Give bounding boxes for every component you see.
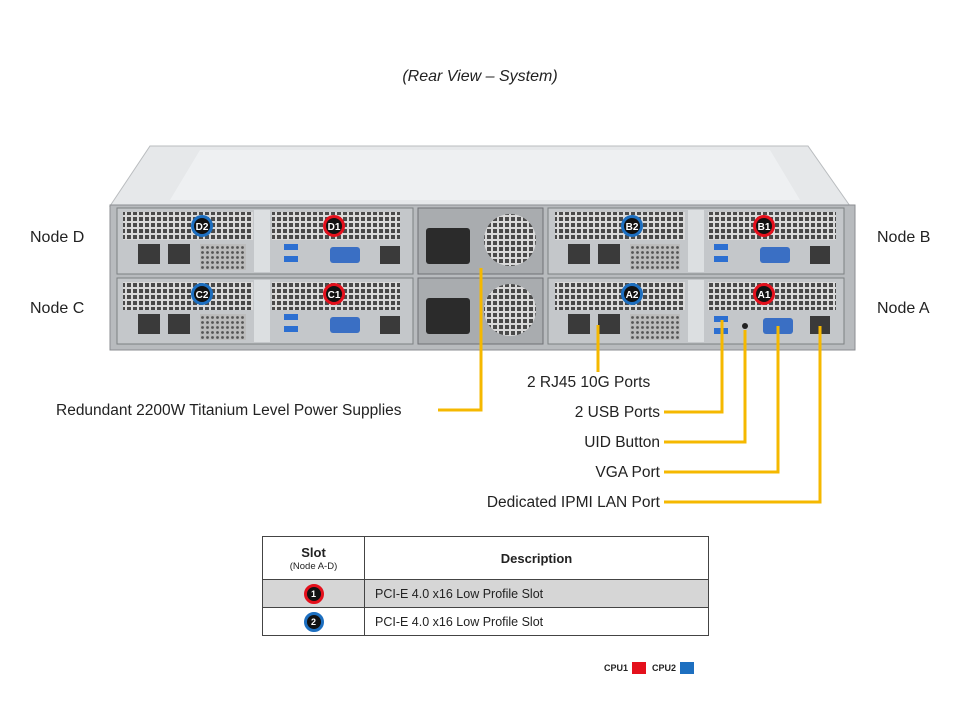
cpu2-slot-badge: 2: [303, 611, 324, 632]
slot-badge-c1: C1: [323, 283, 345, 305]
node-a-label: Node A: [877, 300, 930, 317]
node-d-label: Node D: [30, 229, 85, 246]
slot-badge-a2: A2: [621, 283, 643, 305]
slot-badge-b2: B2: [621, 215, 643, 237]
svg-text:D2: D2: [196, 222, 209, 233]
legend-cpu1-swatch: [632, 662, 647, 674]
legend-cpu2-label: CPU2: [652, 663, 677, 673]
svg-text:A1: A1: [758, 290, 771, 301]
node-b-module: [547, 207, 845, 275]
node-c-label: Node C: [30, 300, 85, 317]
node-c-module: [116, 277, 414, 345]
callout-ipmi-lan-port: Dedicated IPMI LAN Port: [486, 494, 660, 511]
node-a-module: [547, 277, 845, 345]
table-header-row: Slot (Node A-D) Description: [262, 536, 709, 580]
table-row: 2 PCI-E 4.0 x16 Low Profile Slot: [262, 607, 709, 636]
slot-badge-b1: B1: [753, 215, 775, 237]
svg-text:C1: C1: [328, 290, 341, 301]
svg-text:B1: B1: [758, 222, 771, 233]
leader-power: [438, 268, 483, 412]
slot-badge-d2: D2: [191, 215, 213, 237]
leader-ipmi: [664, 326, 822, 504]
table-header-slot-sub: (Node A-D): [289, 560, 338, 572]
table-header-description: Description: [364, 536, 709, 580]
callout-uid-button: UID Button: [584, 434, 660, 451]
cpu-color-legend: CPU1 CPU2: [604, 662, 700, 674]
leader-usb: [664, 320, 724, 414]
svg-text:D1: D1: [328, 222, 341, 233]
cpu1-slot-badge: 1: [303, 583, 324, 604]
slot-badge-d1: D1: [323, 215, 345, 237]
callout-rj45-ports: 2 RJ45 10G Ports: [527, 374, 651, 391]
legend-cpu1-label: CPU1: [604, 663, 629, 673]
table-cell-description: PCI-E 4.0 x16 Low Profile Slot: [364, 579, 709, 608]
table-cell-description: PCI-E 4.0 x16 Low Profile Slot: [364, 607, 709, 636]
callout-usb-ports: 2 USB Ports: [574, 404, 660, 421]
slot-badge-a1: A1: [753, 283, 775, 305]
slot-description-table: Slot (Node A-D) Description 1 PCI-E 4.0 …: [262, 536, 709, 636]
callout-power-supplies: Redundant 2200W Titanium Level Power Sup…: [56, 402, 402, 419]
node-d-module: [116, 207, 414, 275]
callout-vga-port: VGA Port: [595, 464, 660, 481]
svg-text:C2: C2: [196, 290, 209, 301]
table-row: 1 PCI-E 4.0 x16 Low Profile Slot: [262, 579, 709, 608]
node-b-label: Node B: [877, 229, 931, 246]
svg-text:A2: A2: [626, 290, 639, 301]
legend-cpu2-swatch: [680, 662, 695, 674]
diagram-caption: (Rear View – System): [402, 68, 558, 85]
slot-badge-c2: C2: [191, 283, 213, 305]
leader-vga: [664, 326, 780, 474]
svg-text:B2: B2: [626, 222, 639, 233]
callout-leader-lines: [438, 268, 822, 504]
table-header-slot: Slot (Node A-D): [262, 536, 365, 580]
leader-uid: [664, 330, 747, 444]
